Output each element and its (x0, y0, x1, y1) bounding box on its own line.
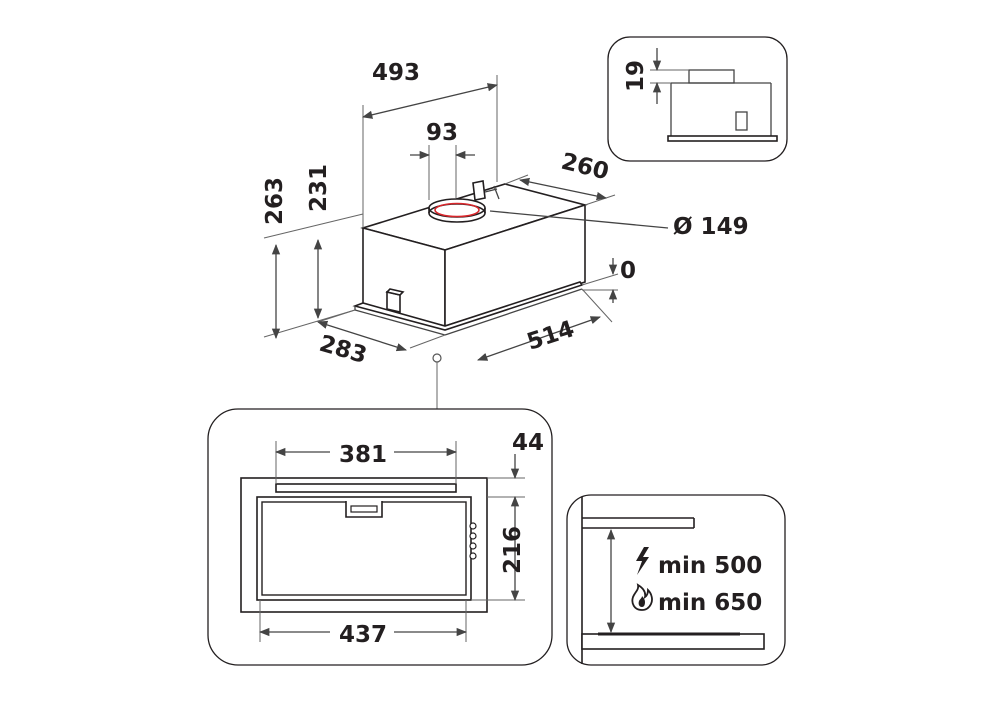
outlet-offset-label: 93 (426, 120, 458, 146)
install-view: min 500 min 650 (566, 494, 786, 666)
opening-width-label: 381 (339, 442, 387, 468)
front-strip-label: 44 (512, 430, 544, 456)
hood-bottom-trim (352, 281, 584, 331)
control-buttons (469, 522, 477, 560)
width-top-label: 493 (372, 60, 420, 86)
switch-icon (385, 288, 405, 314)
flame-icon (631, 583, 653, 611)
main-isometric-view: 493 93 260 Ø 149 263 231 0 283 (262, 60, 749, 410)
top-inset-height-label: 19 (623, 60, 649, 92)
gas-min-label: min 650 (658, 590, 762, 616)
lightning-icon (636, 547, 649, 575)
depth-top-label: 260 (559, 149, 612, 186)
view-marker (432, 353, 442, 363)
electric-min-label: min 500 (658, 553, 762, 579)
top-inset-view: 19 (607, 36, 788, 162)
outlet-diameter-label: Ø 149 (673, 214, 749, 240)
outlet-collar (428, 198, 486, 223)
bottom-view: 381 44 216 437 (207, 408, 553, 666)
outer-width-label: 437 (339, 622, 387, 648)
opening-depth-label: 216 (500, 526, 526, 574)
height-total-label: 263 (262, 177, 288, 225)
hood-side-face (444, 203, 586, 328)
filter-handle-icon (345, 501, 383, 518)
gap-label: 0 (620, 258, 636, 284)
damper-icon (472, 180, 500, 201)
height-body-label: 231 (306, 164, 332, 212)
width-bottom-label: 514 (524, 316, 578, 356)
